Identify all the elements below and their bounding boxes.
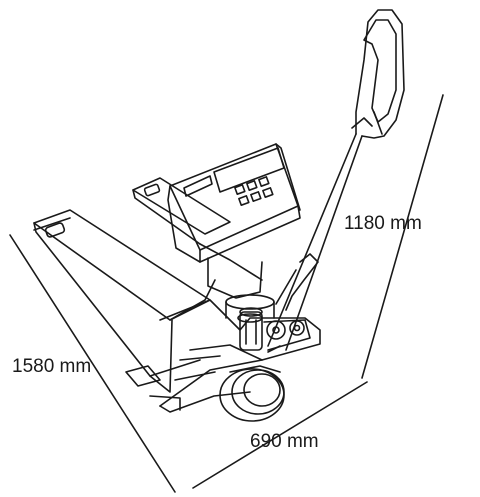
- pump-column: [207, 257, 311, 353]
- width-dimension-label: 690 mm: [250, 431, 319, 452]
- length-dimension-label: 1580 mm: [12, 356, 92, 377]
- length-dimension-line: [9, 234, 176, 493]
- dimension-lines: [9, 94, 444, 493]
- chassis: [149, 243, 321, 413]
- indicator-head: [167, 143, 301, 263]
- tow-handle: [267, 9, 405, 351]
- right-fork: [132, 177, 231, 245]
- height-dimension-line: [361, 94, 444, 379]
- width-dimension-line: [192, 381, 368, 489]
- wheel: [219, 365, 285, 422]
- height-dimension-label: 1180 mm: [344, 213, 422, 234]
